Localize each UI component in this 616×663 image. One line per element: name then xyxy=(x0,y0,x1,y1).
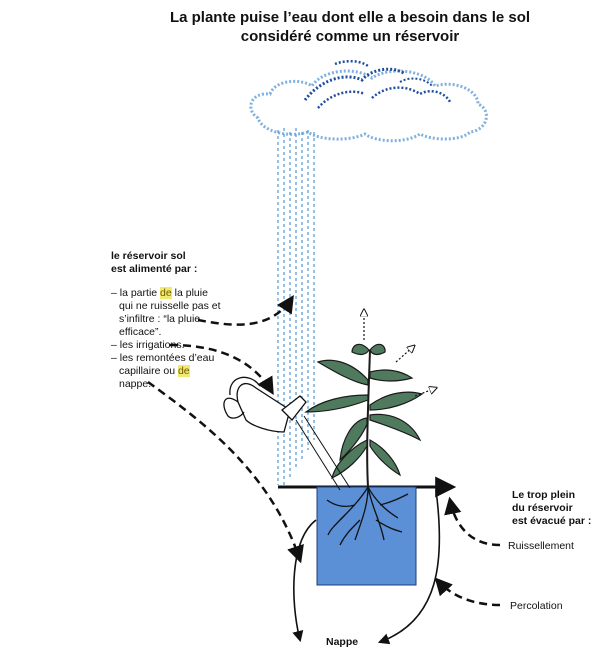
plant-icon xyxy=(304,343,424,488)
title-line-1: La plante puise l’eau dont elle a besoin… xyxy=(169,9,531,26)
left-heading-2: est alimenté par : xyxy=(111,263,198,275)
item-rain-line-3: s’infiltre : “la pluie xyxy=(119,313,201,325)
watering-can-icon xyxy=(223,376,307,433)
item-capillary-line-2: capillaire ou de xyxy=(119,365,190,378)
plant-roots xyxy=(326,486,409,546)
item-rain-text-b: la pluie xyxy=(171,287,208,299)
rain-infiltration-arrow xyxy=(197,295,294,326)
feed-arrows xyxy=(147,295,304,564)
capillary-rise-arrow xyxy=(147,380,304,564)
right-heading-1: Le trop plein xyxy=(512,489,575,501)
irrigation-arrow xyxy=(169,343,274,396)
water-table-loop xyxy=(292,489,441,645)
item-rain-highlight: de xyxy=(160,287,172,299)
item-capillary-line-1: – les remontées d’eau xyxy=(111,352,215,364)
item-irrigation: – les irrigations. xyxy=(111,339,185,351)
item-rain-line-4: efficace”. xyxy=(119,326,162,338)
left-heading-1: le réservoir sol xyxy=(111,250,186,262)
item-rain-line-2: qui ne ruisselle pas et xyxy=(119,300,221,312)
right-heading-3: est évacué par : xyxy=(512,515,592,527)
item-rain-line-1: – la partie de la pluie xyxy=(111,287,208,300)
evacuation-arrows xyxy=(434,496,501,607)
label-ruissellement: Ruissellement xyxy=(508,540,574,552)
irrigation-stream xyxy=(295,415,351,491)
transpiration-arrows xyxy=(364,310,436,397)
diagram-title: La plante puise l’eau dont elle a besoin… xyxy=(150,8,550,46)
title-line-2: considéré comme un réservoir xyxy=(240,28,460,45)
item-capillary-line-3: nappe. xyxy=(119,378,152,390)
percolation-arrow xyxy=(434,577,501,607)
item-capillary-text: capillaire ou xyxy=(119,365,178,377)
label-percolation: Percolation xyxy=(510,600,563,612)
label-nappe: Nappe xyxy=(326,636,359,648)
runoff-arrow xyxy=(444,496,501,547)
cloud-icon xyxy=(249,60,488,143)
item-rain-text-a: – la partie xyxy=(111,287,161,299)
right-heading-2: du réservoir xyxy=(512,502,573,514)
item-capillary-highlight: de xyxy=(177,365,190,377)
